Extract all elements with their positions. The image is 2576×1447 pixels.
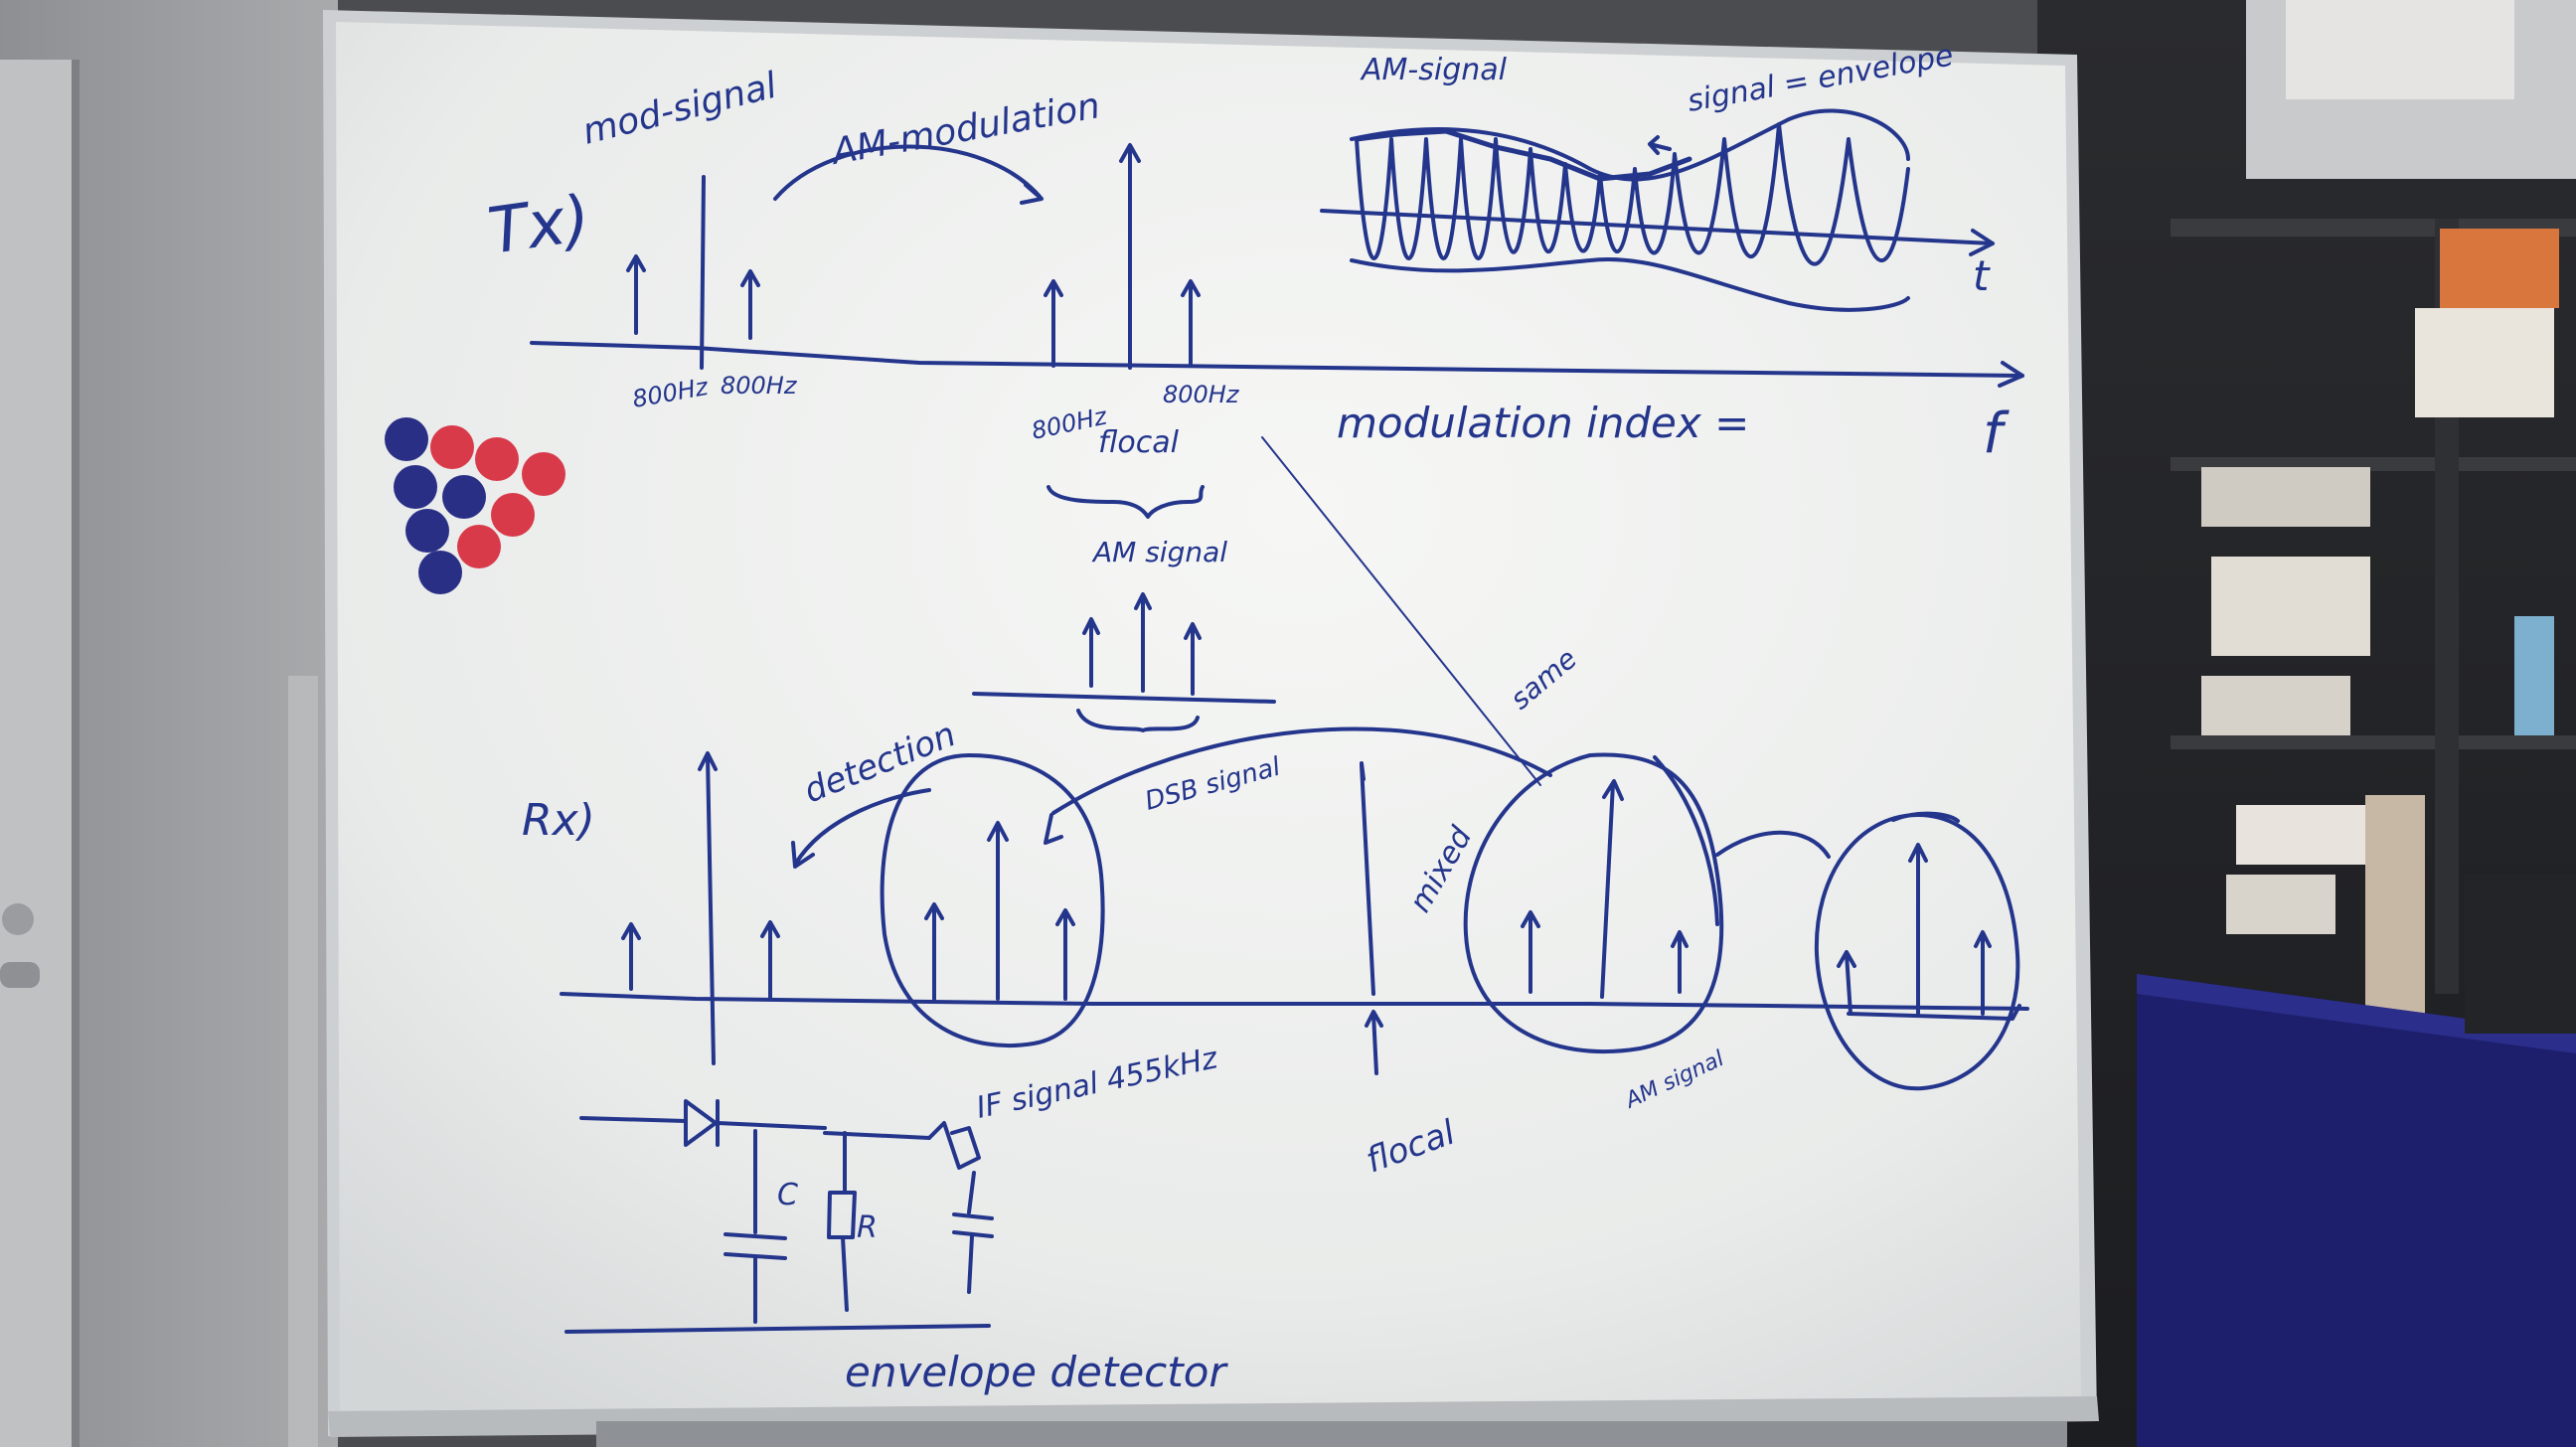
door-handle xyxy=(2,903,34,935)
if-arrow-right xyxy=(1974,930,1992,1016)
magnet xyxy=(491,493,535,537)
magnet xyxy=(522,452,565,496)
if-axes xyxy=(1837,950,2021,1021)
magnet xyxy=(418,551,462,594)
mixed-bubble xyxy=(1463,752,1724,1054)
local-oscillator-arrow-up xyxy=(1365,1010,1383,1075)
mixed-bubble-edge xyxy=(1653,755,1719,926)
marker-drawings xyxy=(530,108,2029,1334)
small-am-signal-label: AM signal xyxy=(1091,536,1227,568)
am-envelope-upper xyxy=(1350,108,1910,182)
f-axis-arrowhead xyxy=(1998,361,2024,388)
mod-signal-arrow-right xyxy=(740,269,760,340)
am-modulation-curve xyxy=(773,144,1044,205)
mixed-arrow-center xyxy=(1600,779,1624,999)
mod-signal-arrow-left xyxy=(626,254,646,335)
rx-spectrum-axis xyxy=(560,992,2029,1011)
magnet xyxy=(475,437,519,481)
dsb-small-mark xyxy=(1044,813,1063,845)
am-sideband-arrow-left xyxy=(1044,279,1063,368)
if-capacitor xyxy=(952,1171,994,1294)
tx-label: Tx) xyxy=(484,182,594,268)
dsb-bubble xyxy=(880,753,1105,1048)
envelope-note-arrow xyxy=(1648,135,1672,155)
small-am-brace xyxy=(1076,709,1200,732)
rx-arrow-right xyxy=(760,920,780,1001)
signal-envelope-trace xyxy=(1354,128,1692,182)
local-oscillator-line xyxy=(1360,761,1375,996)
mixed-arrow-left xyxy=(1521,910,1540,994)
rx-carrier-line xyxy=(698,751,718,1065)
magnet xyxy=(385,417,428,461)
circuit-ground-wire xyxy=(564,1324,991,1334)
dsb-arrow-left xyxy=(924,902,944,1001)
am-carrier-wave xyxy=(1355,122,1910,266)
circuit-top-wire xyxy=(716,1121,827,1130)
sideband-label-right: 800Hz xyxy=(1163,381,1240,408)
magnet xyxy=(430,425,474,469)
magnet xyxy=(394,465,437,509)
magnet xyxy=(457,525,501,568)
left-wall xyxy=(0,0,338,1447)
circuit-output-wire xyxy=(823,1131,931,1140)
resistor-r xyxy=(827,1131,857,1312)
am-signal-title: AM-signal xyxy=(1360,53,1508,87)
modulation-index-label: modulation index = xyxy=(1337,399,1749,447)
tx-local-label: flocal xyxy=(1098,425,1180,460)
am-envelope-lower xyxy=(1350,257,1910,312)
small-am-arrow-right xyxy=(1184,622,1202,696)
envelope-detector-caption: envelope detector xyxy=(845,1348,1228,1396)
if-arrow-center xyxy=(1908,843,1928,1016)
rx-label: Rx) xyxy=(522,795,595,846)
detection-arrow xyxy=(791,788,931,869)
capacitor-c xyxy=(724,1129,787,1324)
thin-pointer-line xyxy=(1261,436,1541,786)
mod-signal-carrier-line xyxy=(700,175,706,370)
small-am-axis xyxy=(972,692,1276,704)
magnet xyxy=(405,509,449,553)
small-am-arrow-center xyxy=(1134,592,1152,693)
freq-label-right: 800Hz xyxy=(721,372,798,400)
rx-arrow-left xyxy=(621,922,641,991)
magnets xyxy=(385,417,565,594)
small-am-arrow-left xyxy=(1082,617,1100,688)
capacitor-c-label: C xyxy=(777,1178,798,1212)
right-shelving xyxy=(2037,0,2576,1447)
if-bubble-top-mark xyxy=(1891,811,1960,823)
magnet xyxy=(442,475,486,519)
tx-spectrum-axis xyxy=(530,341,2024,378)
am-sideband-arrow-right xyxy=(1181,279,1201,368)
t-axis-label: t xyxy=(1973,251,1991,300)
resistor-r-label: R xyxy=(857,1210,878,1245)
brace-under-am-spectrum xyxy=(1046,485,1205,519)
transistor-symbol xyxy=(927,1121,981,1170)
dsb-arrow-right xyxy=(1055,908,1075,1001)
mixed-arrow-right xyxy=(1671,930,1689,994)
am-carrier-arrow xyxy=(1119,143,1141,370)
if-bubble xyxy=(1814,813,2020,1091)
bubble-connector xyxy=(1715,830,1831,859)
dsb-to-mixed-curve xyxy=(1051,726,1552,815)
dsb-arrow-center xyxy=(987,821,1009,1001)
circuit-input-wire xyxy=(579,1116,688,1123)
